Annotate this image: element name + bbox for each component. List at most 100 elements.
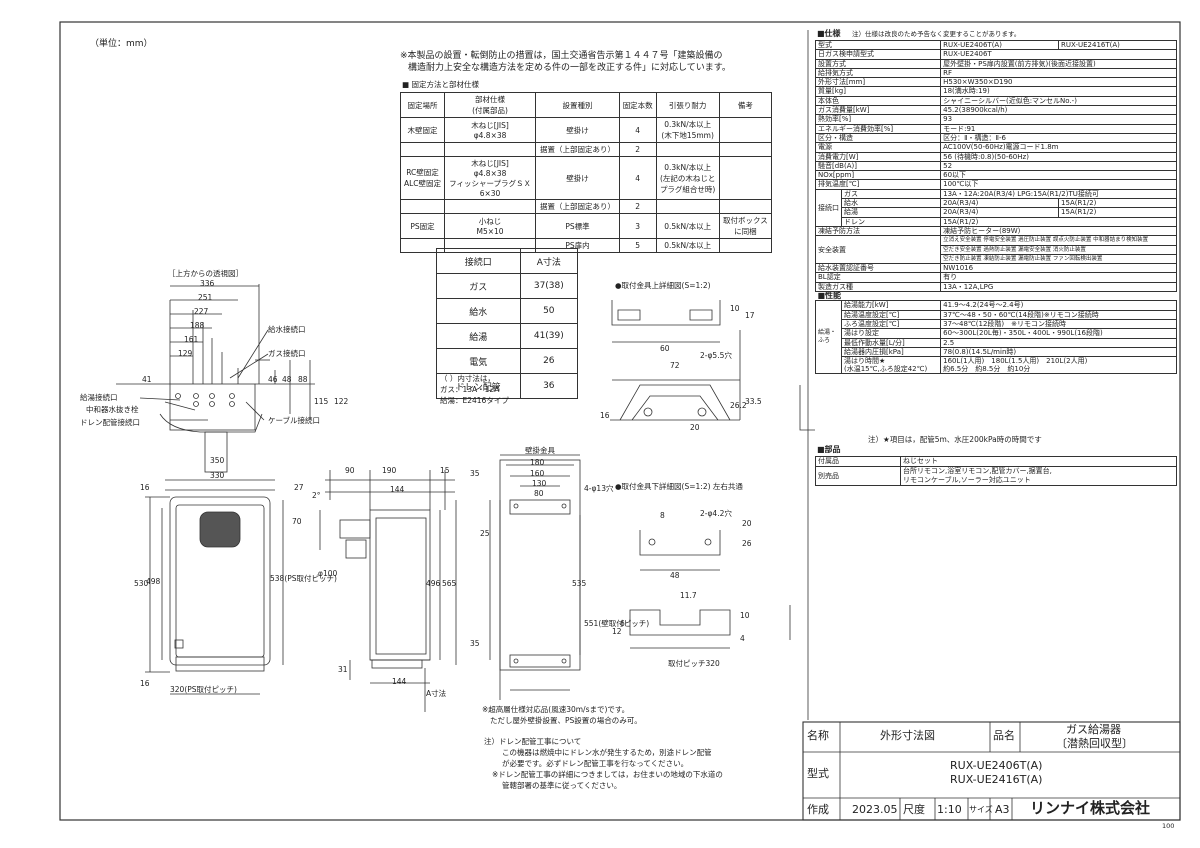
spec-cell: 型式 xyxy=(814,39,942,51)
fix-header: 設置種別 xyxy=(535,92,620,118)
spec-cell: H530×W350×D190 xyxy=(940,77,1177,88)
spec-row: 設置方式屋外壁掛・PS扉内設置(前方排気)(後面近接設置) xyxy=(814,58,1177,69)
dim-cell: 36 xyxy=(519,373,579,399)
bracket-bottom-dim: 4 xyxy=(740,634,745,643)
side-dim: 144 xyxy=(392,677,407,686)
fix-cell xyxy=(655,142,720,157)
spec-cell: 区分：Ⅱ・構造：Ⅱ-6 xyxy=(940,132,1177,144)
perf-row: 給湯・ふろ給湯能力[kW]41.9～4.2(24号～2.4号) xyxy=(815,300,1177,375)
top-label: 給水接続口 xyxy=(268,325,306,334)
fix-cell: 4 xyxy=(618,117,657,143)
spec-row: 熱効率[%]93 xyxy=(814,114,1177,125)
top-dim: 188 xyxy=(190,321,205,330)
fix-cell: 5 xyxy=(618,238,657,253)
tb-model-1: RUX-UE2406T(A) xyxy=(950,759,1043,772)
spec-cell: 15A(R1/2) xyxy=(1058,207,1177,218)
spec-cell: ■性能 xyxy=(817,291,842,301)
spec-cell: 屋外壁掛・PS扉内設置(前方排気)(後面近接設置) xyxy=(940,58,1177,69)
front-dim: 498 xyxy=(146,577,161,586)
spec-row: エネルギー消費効率[%]モード:91 xyxy=(814,123,1177,134)
spec-cell: 2.5 xyxy=(940,337,1177,348)
bottom-note: 管轄部署の基準に従ってください。 xyxy=(502,781,622,790)
fix-cell: 据置（上部固定あり） xyxy=(535,142,620,157)
spec-cell: ドレン xyxy=(840,216,942,227)
top-dim: 161 xyxy=(184,335,199,344)
spec-cell: 13A・12A,LPG xyxy=(940,281,1177,293)
spec-cell: 接続口 xyxy=(815,188,842,227)
back-dim: 4-φ13穴 xyxy=(584,484,614,493)
spec-cell: 15A(R1/2) xyxy=(1058,198,1177,209)
spec-cell: 空だき安全装置 過熱防止装置 漏電安全装置 消火防止装置 xyxy=(940,244,1177,255)
fix-cell xyxy=(718,238,773,253)
fix-cell xyxy=(444,199,537,214)
spec-cell: 最低作動水量[L/分] xyxy=(840,337,942,348)
side-dim: 2° xyxy=(312,491,321,500)
fix-cell: 壁掛け xyxy=(535,156,620,200)
spec-row: 消費電力[W]56 (待機時:0.8)(50-60Hz) xyxy=(814,151,1177,162)
fix-cell: 0.3kN/本以上(木下地15mm) xyxy=(655,117,720,143)
bracket-bottom-dim: 11.7 xyxy=(680,591,697,600)
bracket-top-drawing xyxy=(610,300,815,431)
tb-page: 100 xyxy=(1162,822,1175,830)
tb-date: 2023.05 xyxy=(852,803,898,816)
spec-cell: 37℃～48・50・60℃(14段階)※リモコン接続時 xyxy=(940,309,1177,320)
spec-cell: RF xyxy=(940,67,1177,79)
dim-note-1: （ ）内寸法は， xyxy=(440,374,495,383)
top-label: 中和器水抜き栓 xyxy=(86,405,139,414)
spec-cell: 別売品 xyxy=(815,466,901,486)
spec-cell: 騒音[dB(A)] xyxy=(814,160,942,172)
fix-cell xyxy=(718,142,773,157)
fix-row: 据置（上部固定あり）2 xyxy=(399,199,773,214)
bottom-note: が必要です。必ずドレン配管工事を行なってください。 xyxy=(502,759,689,768)
front-dim: 320(PS取付ピッチ) xyxy=(170,685,237,694)
perf-note: 注）★項目は，配管5m、水圧200kPa時の時間です xyxy=(868,435,1042,444)
spec-cell: 区分・構造 xyxy=(814,132,942,144)
back-dim: 35 xyxy=(470,469,480,478)
dim-cell: 電気 xyxy=(436,348,521,374)
fix-cell: 木ねじ[JIS]φ4.8×38 xyxy=(444,117,537,143)
back-dim: 35 xyxy=(470,639,480,648)
fix-cell: 3 xyxy=(618,213,657,239)
fix-cell xyxy=(444,142,537,157)
notice-line-1: ※本製品の設置・転倒防止の措置は，国土交通省告示第１４４７号「建築設備の xyxy=(400,51,723,61)
notice-line-2: 構造耐力上安全な構造方法を定める件の一部を改正する件」に対応しています。 xyxy=(408,63,731,73)
spec-row: 質量[kg]18(満水時:19) xyxy=(814,86,1177,97)
bracket-bottom-dim: 48 xyxy=(670,571,680,580)
fix-cell xyxy=(399,238,446,253)
fix-cell xyxy=(399,199,446,214)
tb-company: リンナイ株式会社 xyxy=(1030,799,1151,817)
spec-cell: 15A(R1/2) xyxy=(940,216,1177,227)
fix-cell xyxy=(399,142,446,157)
spec-cell: BL認定 xyxy=(814,272,942,283)
spec-row: 外形寸法[mm]H530×W350×D190 xyxy=(814,77,1177,88)
perf-title-row: ■性能 xyxy=(816,292,1177,301)
fix-cell: 0.5kN/本以上 xyxy=(655,238,720,253)
parts-row: 付属品ねじセット xyxy=(815,456,1177,467)
spec-cell: 給湯能力[kW] xyxy=(840,300,942,311)
top-dim: 88 xyxy=(298,375,308,384)
spec-cell: 設置方式 xyxy=(814,58,942,69)
top-dim: 336 xyxy=(200,279,215,288)
tb-scale: 1:10 xyxy=(937,803,962,816)
top-dim: 115 xyxy=(314,397,329,406)
bracket-bottom-dim: 12 xyxy=(612,627,622,636)
spec-cell: NOx[ppm] xyxy=(814,170,942,181)
fix-cell xyxy=(718,199,773,214)
bracket-top-dim: 10 xyxy=(730,304,740,313)
parts-row: 別売品台所リモコン,浴室リモコン,配管カバー,据置台,リモコンケーブル,ソーラー… xyxy=(815,466,1177,486)
bottom-note: この機器は燃焼中にドレン水が発生するため，別途ドレン配管 xyxy=(502,748,712,757)
